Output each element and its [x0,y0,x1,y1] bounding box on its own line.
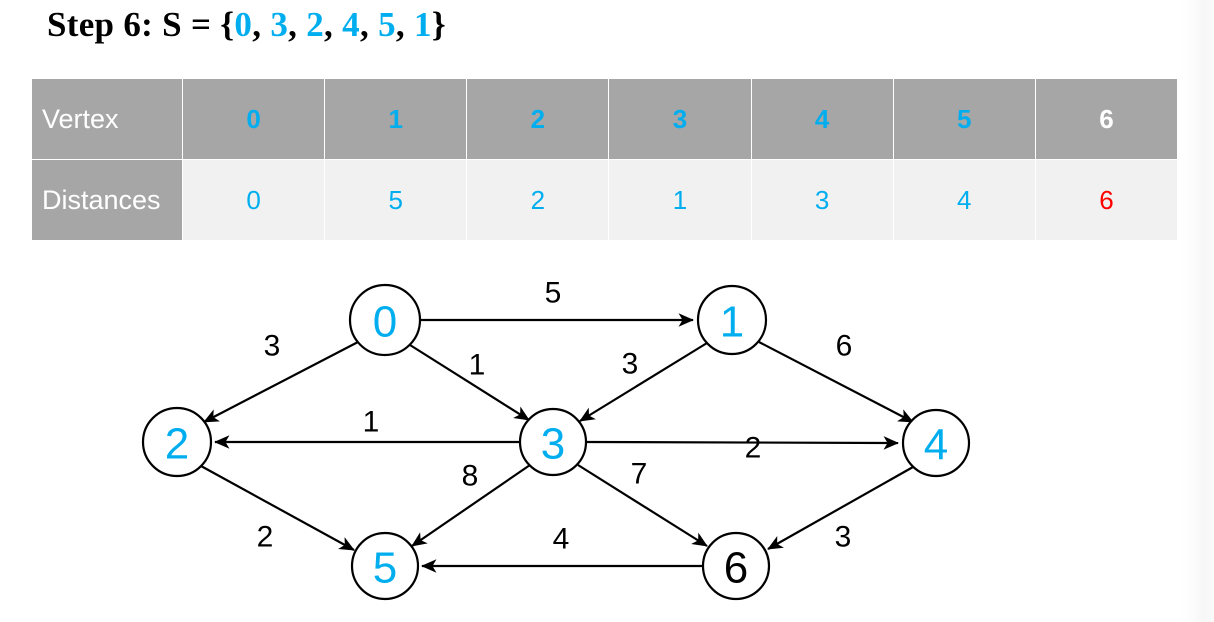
graph-node-5[interactable]: 5 [350,531,420,601]
edge-weight-3-6: 7 [631,458,648,491]
graph-node-3-label: 3 [541,420,565,469]
edge-weight-0-2: 3 [264,330,281,363]
graph-edge-weights: 5 3 1 3 6 1 2 8 7 2 3 4 [257,277,853,556]
edge-weight-1-3: 3 [622,348,639,381]
edge-2-5 [200,465,355,551]
graph-node-6-label: 6 [724,544,748,593]
title-sep-4: , [395,5,414,44]
title-set-2: 2 [306,5,325,44]
distance-cell-5: 4 [893,160,1035,240]
vertex-cell-0: 0 [183,79,325,159]
graph-node-2-label: 2 [165,420,189,469]
table-row-distances: Distances 0 5 2 1 3 4 6 [32,160,1177,240]
edge-3-6 [577,464,708,547]
distance-cell-3: 1 [609,160,751,240]
vertex-cell-5: 5 [893,79,1035,159]
graph-node-4-label: 4 [924,421,948,470]
distance-cell-4: 3 [751,160,893,240]
vertex-cell-3: 3 [609,79,751,159]
title-set-5: 1 [414,5,432,44]
title-sep-0: , [252,5,271,44]
edge-1-3 [579,342,708,422]
graph-nodes: 0 1 2 3 4 5 6 [141,283,971,601]
edge-3-5 [411,464,531,547]
edge-weight-3-4: 2 [745,432,762,465]
distance-cell-0: 0 [183,160,325,240]
distance-table: Vertex 0 1 2 3 4 5 6 Distances 0 5 2 1 3… [31,78,1178,241]
row-header-vertex: Vertex [32,79,182,159]
edge-1-4 [758,341,914,423]
graph-node-5-label: 5 [373,544,397,593]
vertex-cell-1: 1 [325,79,467,159]
edge-0-2 [203,341,359,423]
graph-node-0-label: 0 [373,298,397,347]
vertex-cell-6: 6 [1035,79,1177,159]
title-suffix: } [431,5,446,44]
graph-node-3[interactable]: 3 [518,407,588,477]
title-sep-2: , [324,5,343,44]
graph-node-2[interactable]: 2 [141,406,213,478]
title-sep-1: , [288,5,307,44]
edge-weight-3-5: 8 [462,460,479,493]
graph-node-1-label: 1 [720,298,744,347]
title-set-3: 4 [342,5,360,44]
edge-4-6 [767,466,914,550]
graph-edges [200,313,914,573]
page-edge-shading [1180,0,1214,622]
title-set-4: 5 [378,5,396,44]
title-prefix: Step 6: S = { [47,5,235,44]
graph-node-6[interactable]: 6 [701,531,771,601]
edge-weight-2-5: 2 [257,521,274,554]
vertex-cell-2: 2 [467,79,609,159]
distance-cell-6: 6 [1035,160,1177,240]
edge-0-3 [409,344,530,421]
graph-node-0[interactable]: 0 [348,283,422,357]
edge-weight-1-4: 6 [836,330,853,363]
page-title: Step 6: S = {0, 3, 2, 4, 5, 1} [47,2,446,48]
edge-weight-0-1: 5 [545,277,562,310]
title-sep-3: , [359,5,379,44]
title-set-0: 0 [234,5,253,44]
distance-cell-2: 2 [467,160,609,240]
title-set-1: 3 [270,5,289,44]
edge-weight-3-2: 1 [363,406,380,439]
row-header-distances: Distances [32,160,182,240]
distance-cell-1: 5 [325,160,467,240]
edge-weight-4-6: 3 [835,521,852,554]
edge-weight-0-3: 1 [469,349,486,382]
graph-node-1[interactable]: 1 [696,284,768,356]
graph-node-4[interactable]: 4 [901,408,971,478]
vertex-cell-4: 4 [751,79,893,159]
table-row-vertex: Vertex 0 1 2 3 4 5 6 [32,79,1177,159]
edge-3-4 [585,436,899,450]
graph-diagram: 5 3 1 3 6 1 2 8 7 2 3 4 0 1 2 [141,277,971,601]
edge-weight-6-5: 4 [553,523,570,556]
